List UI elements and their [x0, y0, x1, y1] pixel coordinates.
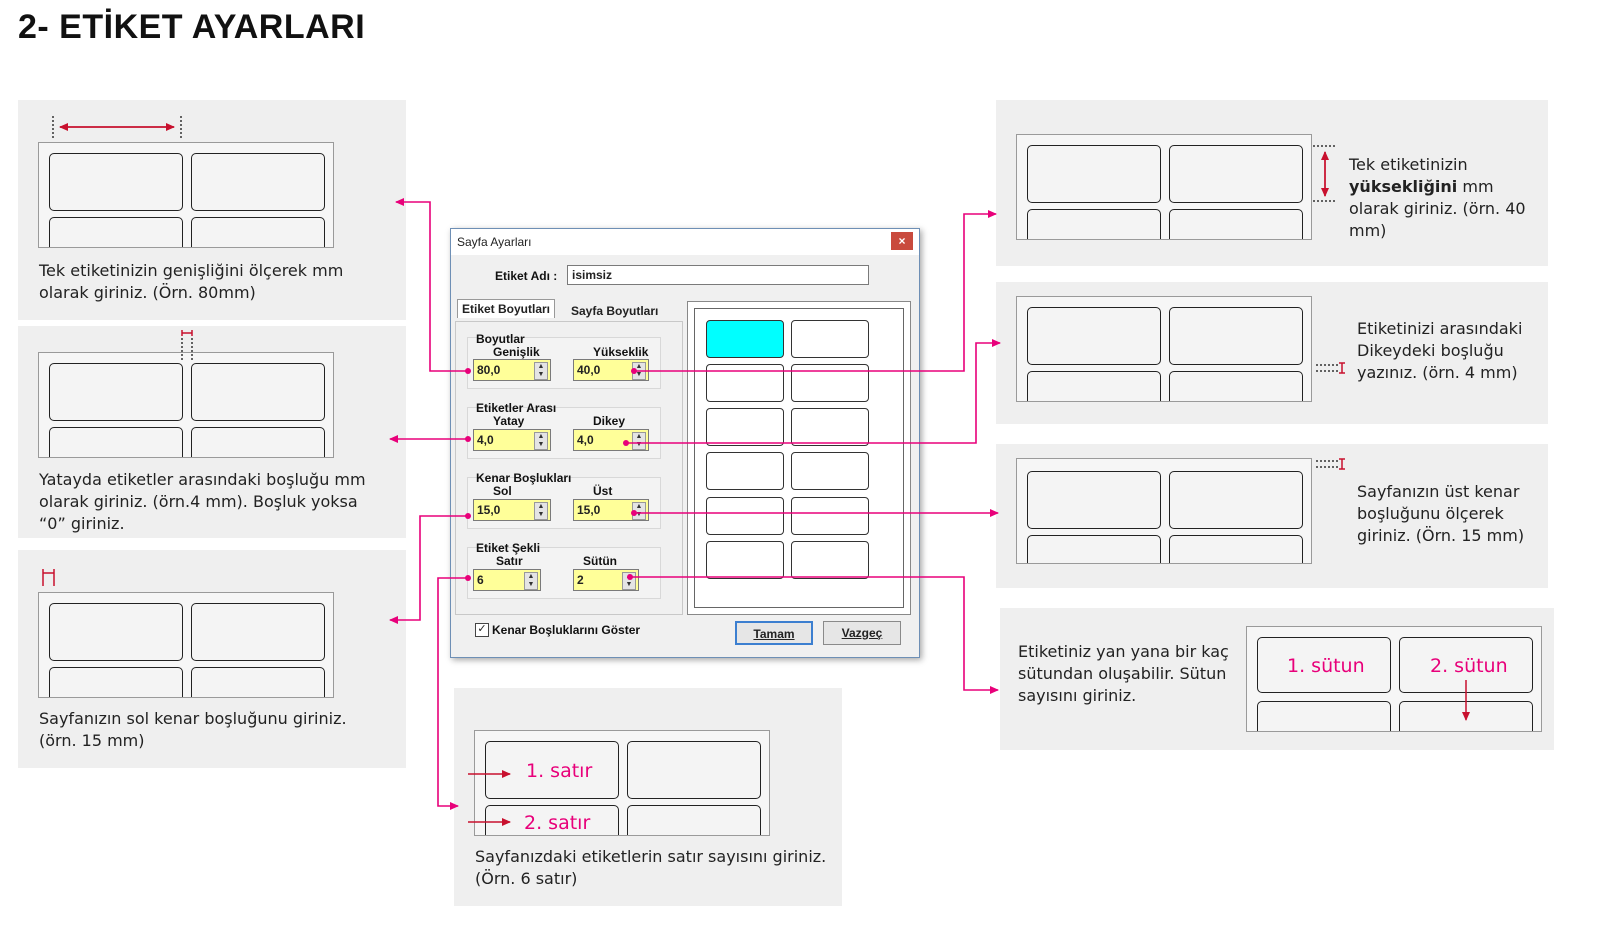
label-sheet-illustration	[1016, 134, 1312, 240]
column2-label: 2. sütun	[1430, 655, 1508, 677]
columns-label: Sütün	[583, 554, 617, 568]
label-sheet-illustration	[38, 592, 334, 698]
label-sheet-illustration	[38, 142, 334, 248]
page-settings-dialog: Sayfa Ayarları × Etiket Adı : isimsiz Et…	[450, 228, 920, 658]
width-help-text: Tek etiketinizin genişliğini ölçerek mm …	[39, 261, 344, 302]
spin-icon[interactable]: ▲▼	[632, 432, 646, 450]
show-margins-label: Kenar Boşluklarını Göster	[492, 623, 641, 637]
columns-help-text: Etiketiniz yan yana bir kaç sütundan olu…	[1018, 642, 1229, 705]
tab-page-sizes[interactable]: Sayfa Boyutları	[571, 304, 659, 318]
width-help-panel: Tek etiketinizin genişliğini ölçerek mm …	[18, 100, 406, 320]
preview-cell	[706, 497, 784, 535]
vertical-gap-help-text: Etiketinizi arasındaki Dikeydeki boşluğu…	[1357, 319, 1523, 382]
left-margin-connector	[389, 515, 468, 624]
label-name-label: Etiket Adı :	[495, 269, 558, 283]
columns-panel: Etiketiniz yan yana bir kaç sütundan olu…	[1000, 608, 1554, 750]
dialog-title: Sayfa Ayarları	[457, 235, 532, 249]
gaps-title: Etiketler Arası	[476, 401, 557, 415]
spin-icon[interactable]: ▲▼	[524, 572, 538, 590]
top-margin-panel: Sayfanızın üst kenar boşluğunu ölçerek g…	[996, 444, 1548, 588]
horizontal-gap-panel: Yatayda etiketler arasındaki boşluğu mm …	[18, 326, 406, 538]
horizontal-gap-help-text: Yatayda etiketler arasındaki boşluğu mm …	[39, 470, 366, 533]
vertical-gap-panel: Etiketinizi arasındaki Dikeydeki boşluğu…	[996, 282, 1548, 424]
close-button[interactable]: ×	[891, 232, 913, 250]
width-spinner[interactable]: 80,0▲▼	[473, 359, 551, 381]
label-sheet-illustration	[1016, 296, 1312, 402]
label-sheet-illustration	[1016, 458, 1312, 564]
preview-cell-selected	[706, 320, 784, 358]
label-sheet-illustration	[38, 352, 334, 458]
dialog-titlebar[interactable]: Sayfa Ayarları ×	[451, 229, 919, 255]
vertical-gap-spinner[interactable]: 4,0▲▼	[573, 429, 649, 451]
rows-spinner[interactable]: 6▲▼	[473, 569, 541, 591]
preview-cell	[791, 452, 869, 490]
preview-cell	[706, 541, 784, 579]
height-spinner[interactable]: 40,0▲▼	[573, 359, 649, 381]
height-help-text: Tek etiketinizin yüksekliğini mm olarak …	[1349, 155, 1526, 240]
label-name-input[interactable]: isimsiz	[567, 265, 869, 285]
preview-cell	[706, 452, 784, 490]
width-label: Genişlik	[493, 345, 540, 359]
height-label: Yükseklik	[593, 345, 649, 359]
column1-label: 1. sütun	[1287, 655, 1365, 677]
top-margin-label: Üst	[593, 484, 613, 498]
spin-icon[interactable]: ▲▼	[534, 432, 548, 450]
vertical-gap-connector	[626, 339, 1001, 444]
left-margin-help-text: Sayfanızın sol kenar boşluğunu giriniz. …	[39, 709, 347, 750]
layout-title: Etiket Şekli	[476, 541, 541, 555]
row1-label: 1. satır	[526, 760, 593, 782]
left-margin-label: Sol	[493, 484, 512, 498]
show-margins-checkbox[interactable]: ✓	[475, 623, 489, 637]
cancel-button[interactable]: Vazgeç	[823, 621, 901, 645]
preview-cell	[706, 408, 784, 446]
row2-label: 2. satır	[524, 812, 591, 834]
tab-label-sizes[interactable]: Etiket Boyutları	[457, 299, 556, 318]
dimensions-title: Boyutlar	[476, 332, 525, 346]
preview-cell	[791, 497, 869, 535]
left-margin-spinner[interactable]: 15,0▲▼	[473, 499, 551, 521]
margins-title: Kenar Boşlukları	[476, 471, 572, 485]
top-margin-help-text: Sayfanızın üst kenar boşluğunu ölçerek g…	[1357, 482, 1525, 545]
vertical-label: Dikey	[593, 414, 626, 428]
ok-button[interactable]: Tamam	[735, 621, 813, 645]
columns-connector	[630, 576, 999, 694]
width-connector	[395, 198, 468, 372]
spin-icon[interactable]: ▲▼	[534, 502, 548, 520]
rows-label: Satır	[496, 554, 523, 568]
height-panel: Tek etiketinizin yüksekliğini mm olarak …	[996, 100, 1548, 266]
preview-cell	[791, 408, 869, 446]
preview-cell	[791, 320, 869, 358]
horizontal-label: Yatay	[493, 414, 525, 428]
preview-cell	[791, 541, 869, 579]
rows-help-text: Sayfanızdaki etiketlerin satır sayısını …	[475, 847, 827, 888]
horizontal-gap-spinner[interactable]: 4,0▲▼	[473, 429, 551, 451]
rows-connector	[437, 577, 468, 810]
left-margin-panel: Sayfanızın sol kenar boşluğunu giriniz. …	[18, 550, 406, 768]
page-title: 2- ETİKET AYARLARI	[18, 8, 366, 46]
height-connector	[634, 210, 997, 372]
spin-icon[interactable]: ▲▼	[534, 362, 548, 380]
